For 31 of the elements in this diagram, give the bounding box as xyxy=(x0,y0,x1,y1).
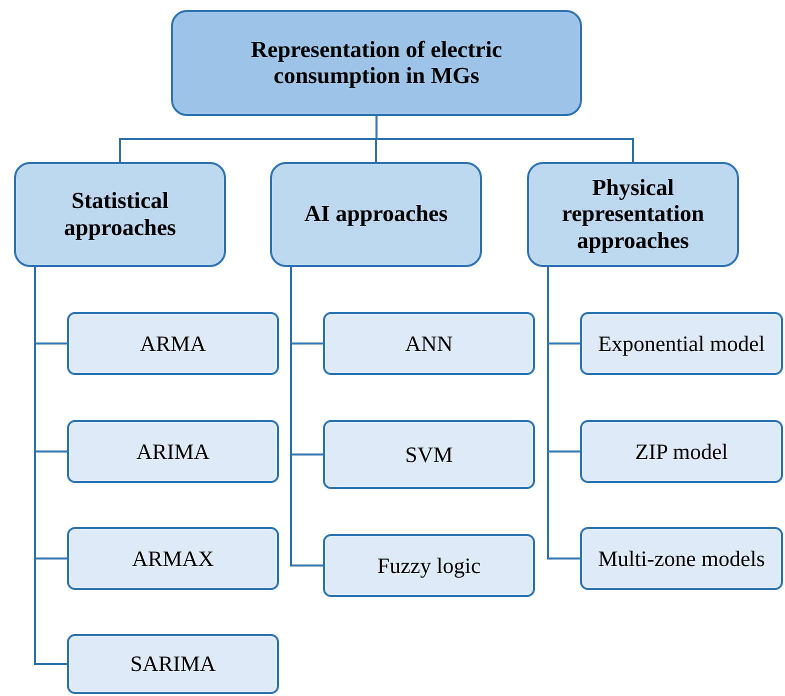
connector-line xyxy=(290,267,323,566)
category-box xyxy=(14,162,226,267)
node-label: Physical representation approaches xyxy=(560,174,706,254)
category-box xyxy=(527,162,739,267)
category-box xyxy=(171,10,582,116)
method-box xyxy=(67,527,279,590)
node-label: Multi-zone models xyxy=(598,546,765,572)
node-label: SVM xyxy=(405,442,453,468)
category-box xyxy=(270,162,482,267)
method-box xyxy=(323,312,535,375)
node-label: Exponential model xyxy=(598,330,765,356)
connector-line xyxy=(547,267,580,560)
method-box xyxy=(580,527,783,590)
method-box xyxy=(580,312,783,375)
method-box xyxy=(67,420,279,483)
node-label: ARMAX xyxy=(132,546,214,572)
node-label: Representation of electric consumption in MGs xyxy=(250,36,504,90)
method-box xyxy=(67,634,279,694)
node-label: ARMA xyxy=(140,330,206,356)
node-label: Fuzzy logic xyxy=(377,552,481,578)
method-box xyxy=(323,420,535,489)
node-label: SARIMA xyxy=(130,651,216,677)
method-box xyxy=(323,534,535,597)
node-label: AI approaches xyxy=(304,201,448,228)
node-label: ZIP model xyxy=(635,438,728,464)
method-box xyxy=(67,312,279,375)
node-label: ARIMA xyxy=(136,438,210,464)
node-label: Statistical approaches xyxy=(62,188,178,241)
connector-line xyxy=(376,116,634,162)
node-label: ANN xyxy=(405,330,453,356)
method-box xyxy=(580,420,783,483)
